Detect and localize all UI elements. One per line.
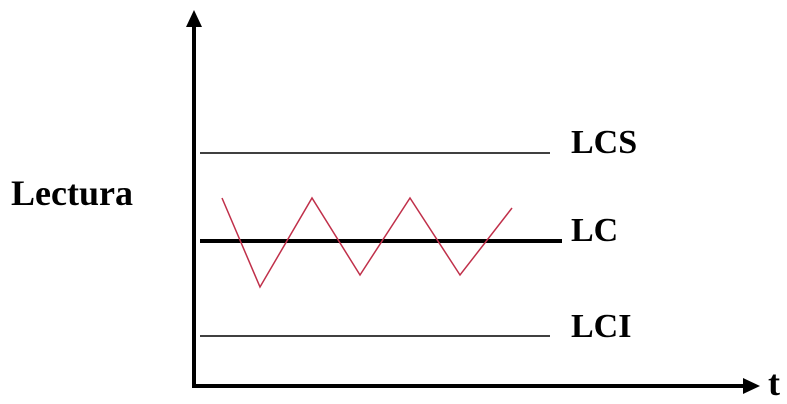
upper-limit-label: LCS xyxy=(571,124,638,161)
signal-line xyxy=(221,196,513,289)
x-axis-arrowhead xyxy=(743,378,760,394)
center-line-label: LC xyxy=(571,212,619,249)
x-axis-label: t xyxy=(768,363,780,403)
lower-limit-label: LCI xyxy=(571,308,632,345)
y-axis-arrowhead xyxy=(186,10,202,27)
y-axis-label: Lectura xyxy=(11,173,133,213)
